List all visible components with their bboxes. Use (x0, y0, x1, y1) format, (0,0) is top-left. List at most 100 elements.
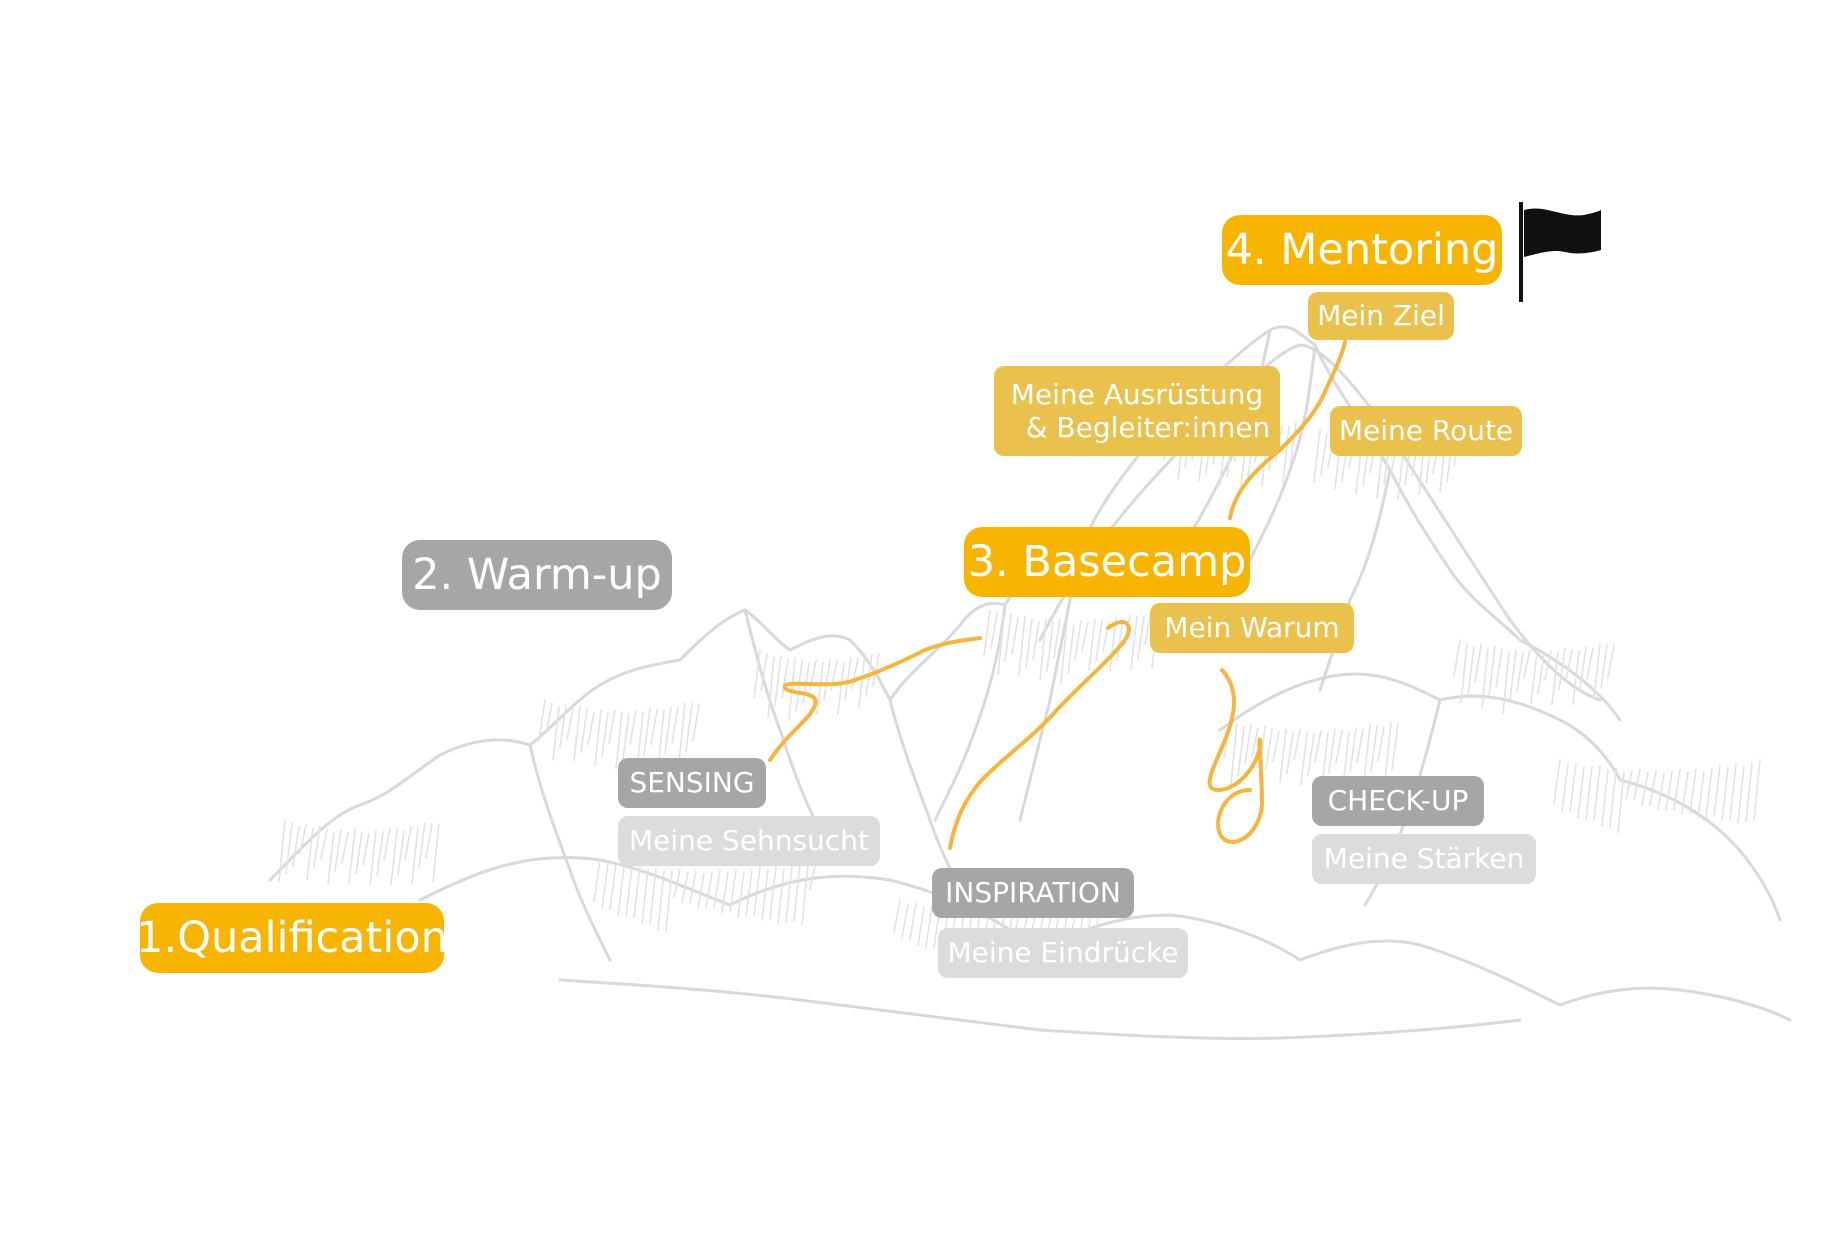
hatch-stroke (1349, 727, 1357, 774)
right-ridge-outline (1218, 672, 1782, 922)
hatch-stroke (1053, 618, 1061, 659)
hatch-stroke (1032, 621, 1040, 660)
hatch-stroke (785, 865, 793, 923)
hatch-stroke (1609, 767, 1617, 828)
path-checkup-to-warum (1207, 668, 1265, 844)
hatch-stroke (1600, 643, 1608, 689)
sublabel-check-up: CHECK-UP (1312, 776, 1484, 826)
hatch-stroke (872, 653, 880, 687)
hatch-stroke (327, 831, 335, 886)
hatch-stroke (1363, 724, 1371, 783)
hatch-stroke (1681, 771, 1689, 815)
hatch-stroke (1561, 763, 1569, 812)
hatch-stroke (418, 822, 426, 869)
hatch-stroke (1088, 618, 1096, 672)
hatch-stroke (587, 711, 595, 746)
hatch-stroke (1551, 651, 1559, 706)
hatch-stroke (633, 864, 641, 919)
sublabel-meine-route: Meine Route (1330, 406, 1522, 456)
hatch-stroke (580, 708, 588, 754)
step-label-basecamp: 3. Basecamp (964, 527, 1250, 597)
hatch-stroke (1116, 618, 1124, 662)
crest-line (528, 743, 612, 962)
hatch-stroke (1046, 621, 1054, 672)
sublabel-line: & Begleiter:innen (1025, 411, 1271, 444)
hatch-stroke (334, 829, 342, 872)
hatch-stroke (1729, 763, 1737, 820)
hatch-stroke (1593, 643, 1601, 699)
hatch-stroke (990, 612, 998, 650)
hatch-stroke (348, 829, 356, 884)
hatch-stroke (1649, 770, 1657, 806)
hatch-stroke (681, 871, 689, 904)
hatch-stroke (1569, 762, 1577, 813)
hatch-stroke (697, 873, 705, 909)
hatch-stroke (278, 819, 286, 882)
hatch-stroke (1572, 650, 1580, 706)
crest-line (933, 603, 1007, 822)
hatch-stroke (692, 703, 700, 743)
hatch-stroke (1523, 649, 1531, 679)
peak-crest-line (1248, 343, 1317, 562)
hatch-stroke (594, 709, 602, 766)
hatch-stroke (1665, 771, 1673, 811)
hatch-stroke (689, 870, 697, 904)
hatch-stroke (1737, 765, 1745, 824)
hatch-stroke (1356, 728, 1364, 764)
hatch-stroke (1391, 722, 1399, 771)
hatch-stroke (625, 865, 633, 918)
hatch-stroke (649, 867, 657, 925)
hatch-stroke (617, 866, 625, 917)
hatch-stroke (397, 829, 405, 876)
hatch-stroke (390, 828, 398, 886)
hatch-stroke (609, 862, 617, 911)
step-label-mentoring: 4. Mentoring (1222, 215, 1502, 285)
hatch-stroke (1320, 432, 1328, 476)
hatch-stroke (1721, 767, 1729, 821)
hatch-stroke (559, 704, 567, 748)
hatch-stroke (1697, 770, 1705, 819)
hatch-stroke (411, 826, 419, 885)
hatch-stroke (1293, 728, 1301, 761)
hatch-stroke (615, 711, 623, 769)
hatch-stroke (657, 871, 665, 931)
hatch-stroke (753, 866, 761, 917)
hatch-stroke (566, 707, 574, 741)
hatch-stroke (1289, 421, 1297, 469)
hatch-stroke (1109, 617, 1117, 672)
hatch-stroke (769, 866, 777, 920)
hatch-stroke (774, 655, 782, 707)
hatch-stroke (1713, 765, 1721, 817)
hatch-stroke (673, 868, 681, 898)
hatch-stroke (665, 869, 673, 932)
crest-line (743, 608, 817, 822)
hatch-stroke (425, 822, 433, 859)
hatch-stroke (1593, 765, 1601, 821)
hatch-stroke (1453, 639, 1461, 677)
hatch-stroke (341, 831, 349, 864)
hatch-stroke (823, 658, 831, 701)
hatch-stroke (1328, 728, 1336, 774)
hatch-stroke (1745, 762, 1753, 823)
hatch-stroke (788, 657, 796, 720)
hatch-stroke (1272, 731, 1280, 762)
hatch-stroke (678, 702, 686, 763)
step-label-warm-up: 2. Warm-up (402, 540, 672, 610)
hatch-stroke (1370, 725, 1378, 772)
hatch-stroke (593, 859, 601, 903)
sublabel-line: Meine Ausrüstung (1010, 377, 1264, 411)
hatch-stroke (844, 657, 852, 700)
hatch-stroke (1586, 647, 1594, 680)
path-basecamp-to-summit (1228, 340, 1347, 520)
hatch-stroke (1279, 728, 1287, 783)
hatch-stroke (1488, 645, 1496, 697)
hatch-stroke (816, 662, 824, 715)
sublabel-meine-sehnsucht: Meine Sehnsucht (618, 816, 880, 866)
hatch-stroke (1230, 722, 1238, 786)
hatch-stroke (1502, 651, 1510, 715)
hatch-stroke (1537, 653, 1545, 695)
sublabel-sensing: SENSING (618, 758, 766, 808)
sublabel-mein-ziel: Mein Ziel (1308, 292, 1454, 340)
hatch-stroke (285, 822, 293, 875)
